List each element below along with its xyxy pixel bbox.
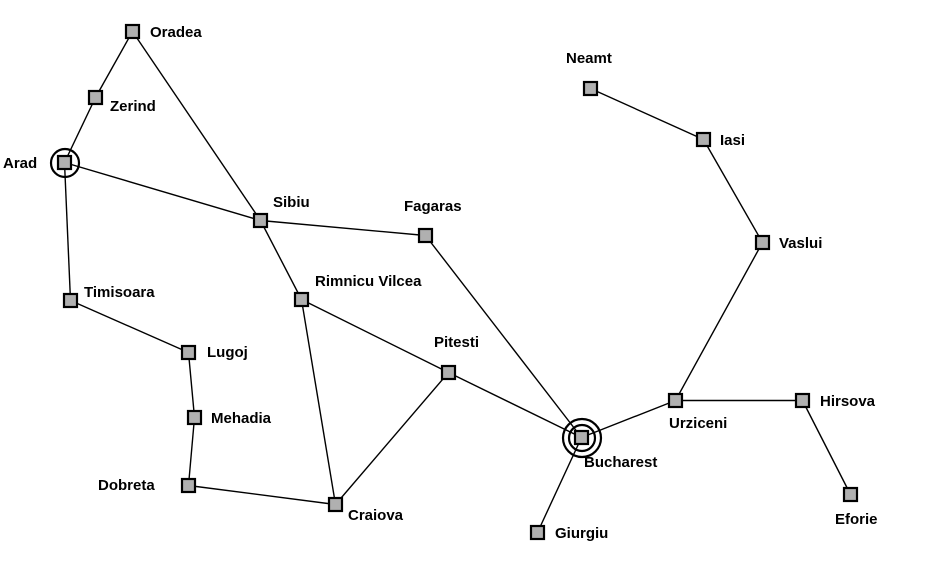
road-vaslui-iasi bbox=[702, 139, 764, 243]
road-urziceni-vaslui bbox=[674, 242, 764, 401]
road-lugoj-mehadia bbox=[187, 352, 196, 418]
city-label-iasi: Iasi bbox=[720, 132, 745, 149]
road-zerind-arad bbox=[63, 97, 97, 163]
city-label-bucharest: Bucharest bbox=[584, 454, 657, 471]
city-node-timisoara bbox=[62, 292, 79, 309]
road-fagaras-bucharest bbox=[424, 235, 583, 438]
road-bucharest-urziceni bbox=[581, 399, 676, 439]
city-node-zerind bbox=[87, 89, 104, 106]
city-node-dobreta bbox=[180, 477, 197, 494]
goal-marker-ring-outer bbox=[561, 417, 603, 459]
city-node-eforie bbox=[842, 486, 859, 503]
city-label-timisoara: Timisoara bbox=[84, 284, 155, 301]
road-arad-sibiu bbox=[64, 161, 261, 222]
city-label-oradea: Oradea bbox=[150, 24, 202, 41]
city-label-vaslui: Vaslui bbox=[779, 235, 822, 252]
city-label-zerind: Zerind bbox=[110, 98, 156, 115]
road-pitesti-bucharest bbox=[448, 371, 582, 439]
city-label-pitesti: Pitesti bbox=[434, 334, 479, 351]
labels-layer: Oradea Zerind Arad Sibiu Fagaras Timisoa… bbox=[3, 24, 878, 542]
road-oradea-zerind bbox=[94, 31, 134, 98]
city-node-iasi bbox=[695, 131, 712, 148]
cities-layer bbox=[56, 23, 859, 541]
city-label-fagaras: Fagaras bbox=[404, 198, 462, 215]
goal-marker-ring-inner bbox=[567, 423, 597, 453]
start-marker-ring bbox=[49, 147, 81, 179]
road-rimnicu-vilcea-craiova bbox=[300, 299, 337, 505]
city-label-giurgiu: Giurgiu bbox=[555, 525, 608, 542]
city-node-arad bbox=[56, 154, 73, 171]
city-node-craiova bbox=[327, 496, 344, 513]
city-label-neamt: Neamt bbox=[566, 50, 612, 67]
road-mehadia-dobreta bbox=[187, 417, 196, 486]
city-node-neamt bbox=[582, 80, 599, 97]
city-label-rimnicu-vilcea: Rimnicu Vilcea bbox=[315, 273, 422, 290]
city-label-lugoj: Lugoj bbox=[207, 344, 248, 361]
city-label-urziceni: Urziceni bbox=[669, 415, 727, 432]
city-node-hirsova bbox=[794, 392, 811, 409]
city-node-sibiu bbox=[252, 212, 269, 229]
city-label-craiova: Craiova bbox=[348, 507, 404, 524]
road-timisoara-lugoj bbox=[70, 299, 189, 354]
road-sibiu-fagaras bbox=[260, 219, 426, 237]
city-node-oradea bbox=[124, 23, 141, 40]
city-label-arad: Arad bbox=[3, 155, 37, 172]
city-label-sibiu: Sibiu bbox=[273, 194, 310, 211]
road-sibiu-rimnicu-vilcea bbox=[259, 220, 303, 300]
road-iasi-neamt bbox=[590, 87, 704, 141]
city-label-hirsova: Hirsova bbox=[820, 393, 876, 410]
road-hirsova-eforie bbox=[801, 400, 852, 495]
roads-layer bbox=[63, 31, 852, 533]
city-node-fagaras bbox=[417, 227, 434, 244]
city-node-rimnicu-vilcea bbox=[293, 291, 310, 308]
city-node-urziceni bbox=[667, 392, 684, 409]
road-rimnicu-vilcea-pitesti bbox=[301, 298, 449, 374]
city-label-mehadia: Mehadia bbox=[211, 410, 272, 427]
road-bucharest-giurgiu bbox=[536, 437, 583, 533]
road-dobreta-craiova bbox=[188, 484, 336, 506]
road-craiova-pitesti bbox=[334, 372, 450, 505]
city-label-eforie: Eforie bbox=[835, 511, 878, 528]
city-node-lugoj bbox=[180, 344, 197, 361]
city-node-pitesti bbox=[440, 364, 457, 381]
rings-layer bbox=[49, 147, 603, 459]
city-node-bucharest bbox=[573, 429, 590, 446]
city-node-vaslui bbox=[754, 234, 771, 251]
road-oradea-sibiu bbox=[131, 31, 262, 221]
city-label-dobreta: Dobreta bbox=[98, 477, 155, 494]
city-node-mehadia bbox=[186, 409, 203, 426]
road-arad-timisoara bbox=[63, 162, 72, 301]
city-node-giurgiu bbox=[529, 524, 546, 541]
